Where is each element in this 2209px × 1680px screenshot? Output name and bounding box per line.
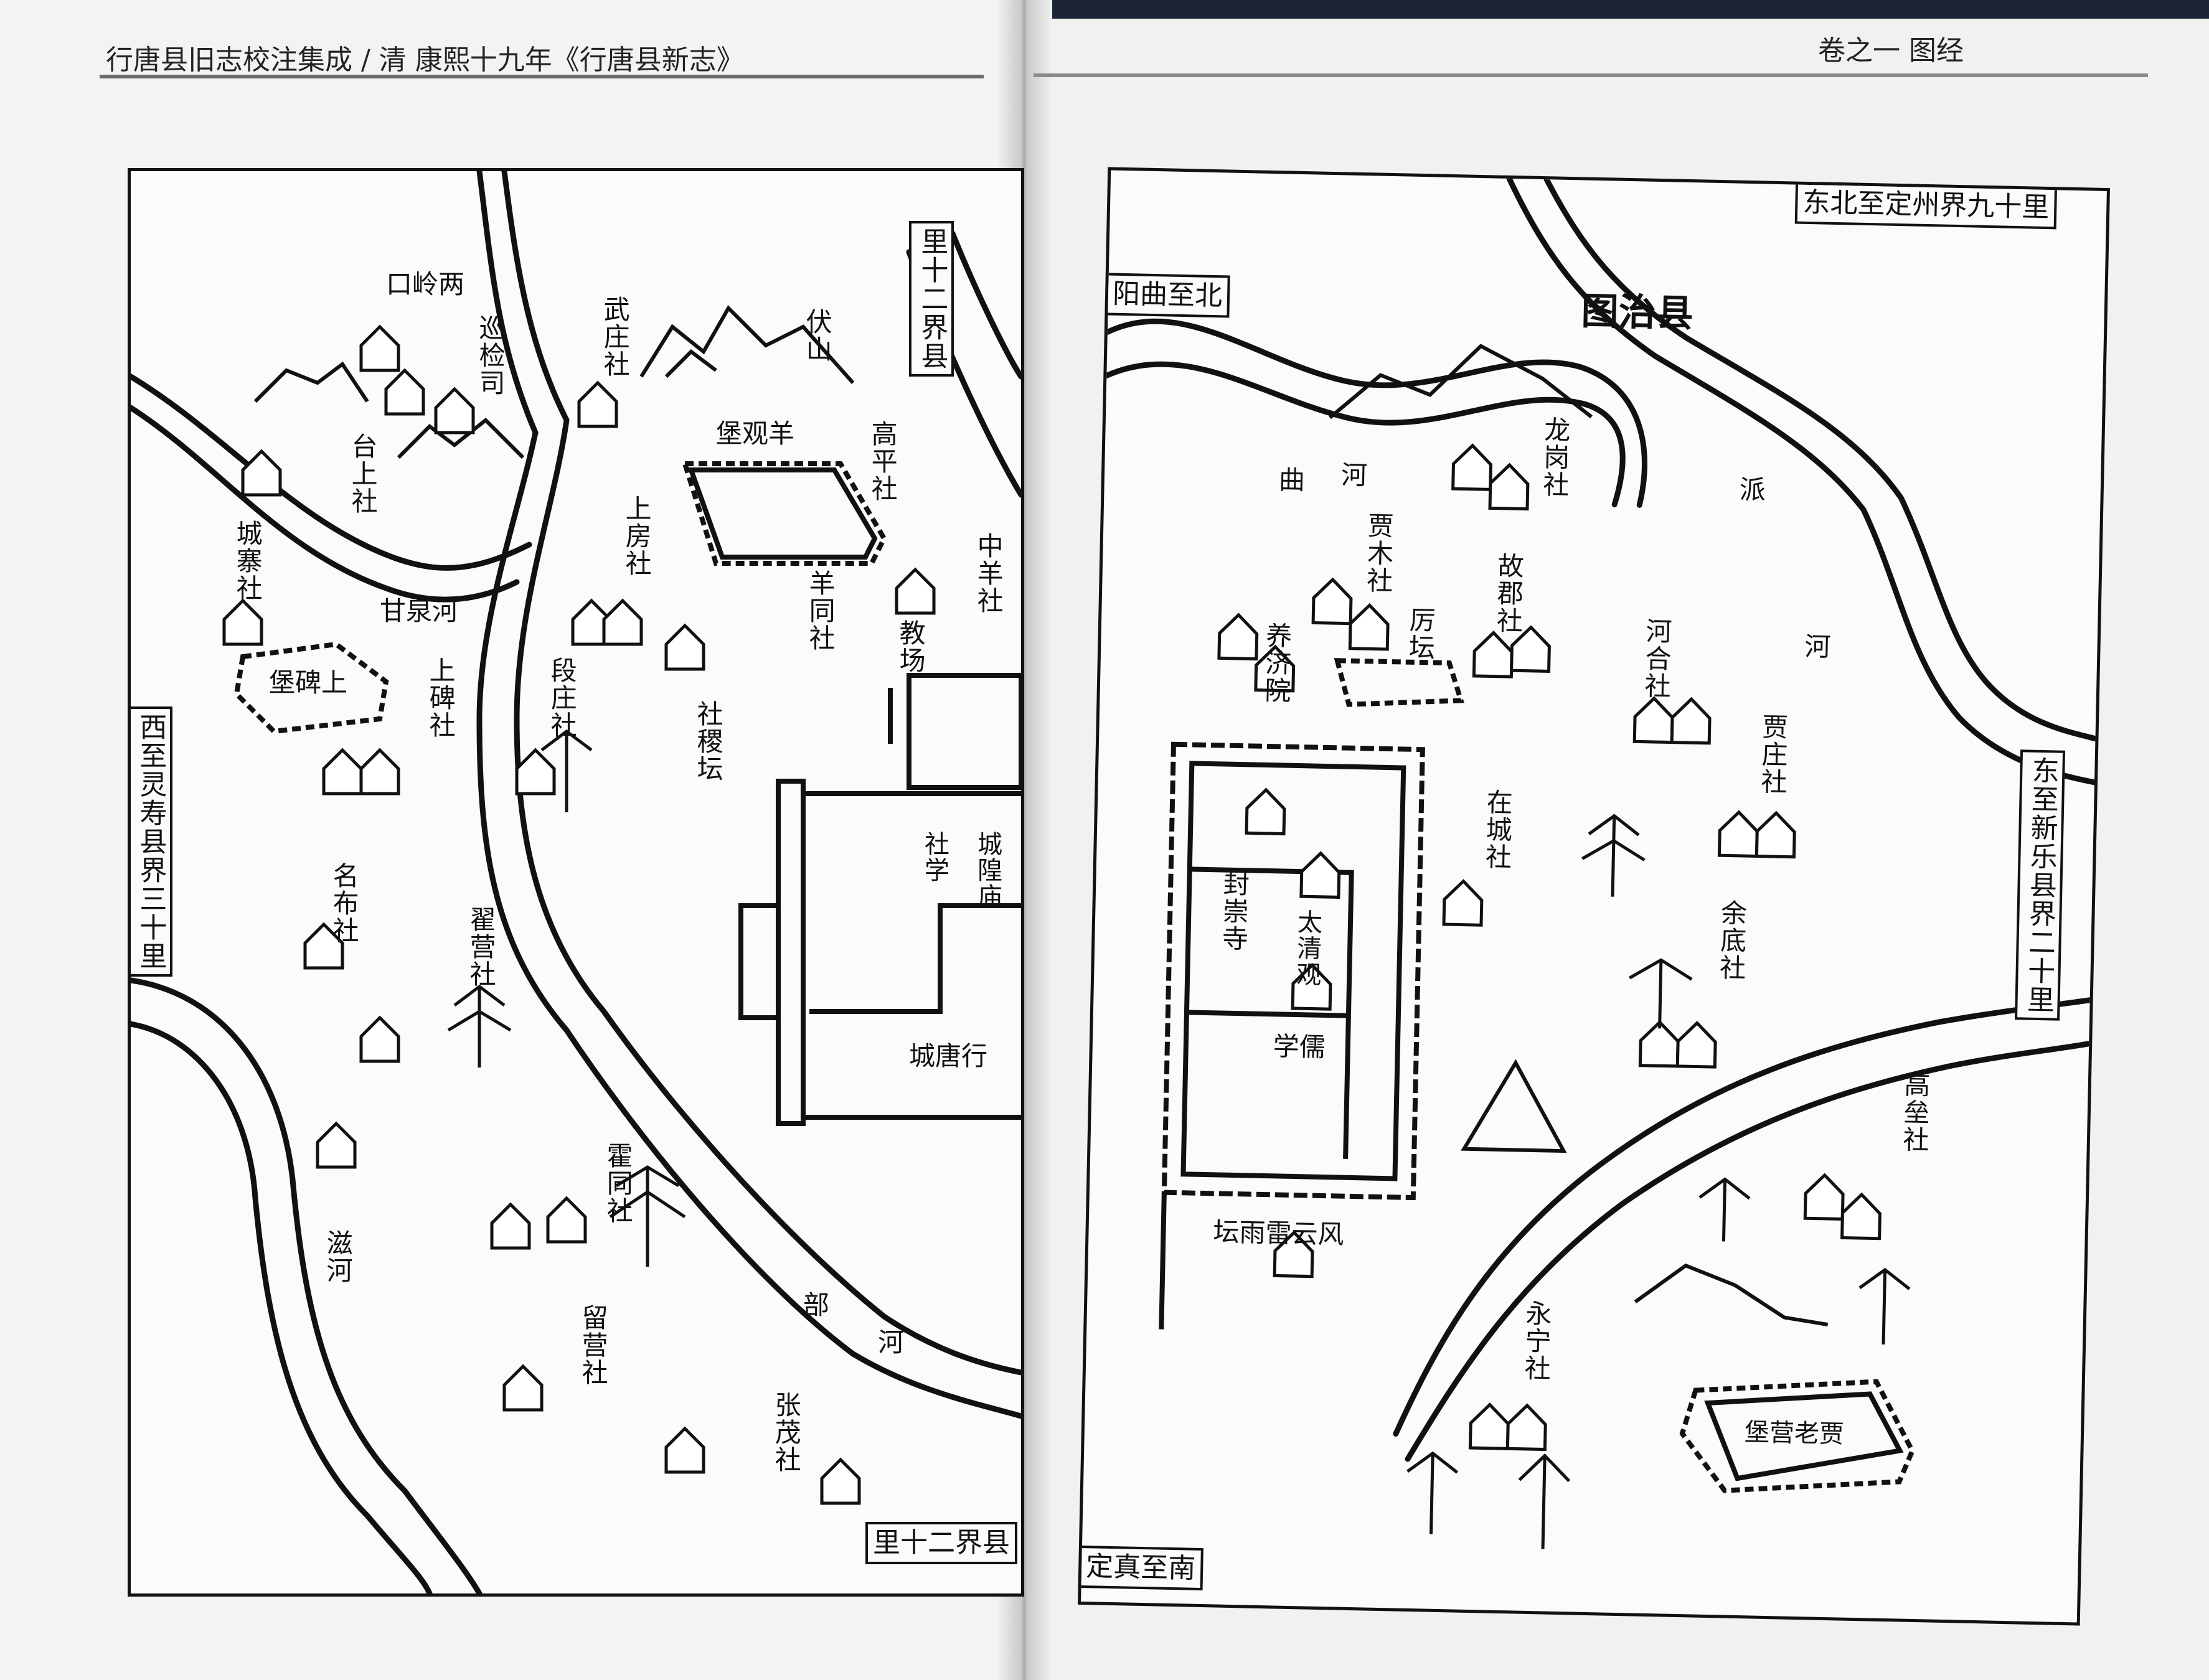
right-map-drawing [1103, 176, 2098, 1549]
label-xunjiansi: 巡检司 [475, 314, 506, 397]
label-zaicheng: 在城社 [1481, 788, 1514, 871]
label-shangfang: 上房社 [621, 495, 652, 577]
label-wuzhuang: 武庄社 [600, 296, 631, 378]
label-yudi: 余底社 [1715, 899, 1748, 982]
label-liuying: 留营社 [578, 1304, 609, 1386]
label-xingtangcheng: 城唐行 [909, 1041, 988, 1071]
label-gaoping: 高平社 [867, 420, 898, 502]
right-header-title: 卷之一 图经 [1818, 35, 1964, 67]
label-qu-river-1: 曲 [1278, 464, 1306, 496]
label-sheji: 社稷坛 [693, 700, 724, 782]
label-zi-river: 滋河 [323, 1229, 354, 1284]
label-fengchong: 封崇寺 [1218, 870, 1250, 953]
label-gujun: 故郡社 [1492, 551, 1525, 635]
left-map-drawing [131, 171, 1021, 1593]
label-ganquan-river: 甘泉河 [380, 596, 459, 626]
label-yangtong: 羊同社 [805, 570, 836, 652]
label-bu-river-1: 部 [803, 1290, 830, 1320]
left-header-title: 行唐县旧志校注集成 / 清 康熙十九年《行唐县新志》 [106, 44, 744, 76]
right-map-title: 图治县 [1580, 289, 1694, 336]
label-jiamu: 贾木社 [1362, 512, 1395, 595]
label-fushan: 伏山 [802, 308, 833, 363]
label-shexue: 社学 [920, 831, 949, 883]
label-zhangmao: 张茂社 [771, 1391, 802, 1473]
label-ruxue: 学儒 [1273, 1031, 1326, 1063]
label-duanzhuang: 段庄社 [547, 657, 578, 739]
label-shangbeibao: 堡碑上 [269, 667, 348, 698]
label-qu-river-2: 河 [1340, 459, 1368, 491]
label-zhongyang: 中羊社 [973, 532, 1004, 614]
label-jiaochang: 教场 [895, 619, 926, 674]
label-jiaolaoying: 堡营老贾 [1744, 1418, 1845, 1449]
label-taishang: 台上社 [347, 433, 379, 515]
label-taiqing: 太清观 [1291, 908, 1322, 988]
label-yangguanbao: 堡观羊 [716, 418, 795, 449]
label-pai-river-2: 河 [1804, 631, 1832, 662]
label-chengzhai: 城寨社 [232, 520, 263, 602]
label-huotong: 霍同社 [603, 1142, 634, 1224]
right-border-north: 阳曲至北 [1104, 273, 1230, 318]
label-diying: 翟营社 [466, 906, 497, 988]
left-border-west: 西至灵寿县界三十里 [131, 706, 173, 977]
label-yongning: 永宁社 [1520, 1299, 1553, 1382]
label-pai-river-1: 派 [1739, 474, 1766, 505]
label-bu-river-2: 河 [878, 1327, 905, 1358]
label-longgang: 龙岗社 [1538, 416, 1571, 499]
label-hehe: 河合社 [1640, 617, 1673, 700]
left-border-northeast: 里十二界县 [909, 221, 954, 377]
left-header-rule [100, 75, 984, 78]
label-chenghuang: 城隍庙 [973, 831, 1002, 909]
label-shangbei: 上碑社 [425, 657, 456, 739]
label-litan: 厉坛 [1404, 606, 1436, 662]
label-yangji: 养济院 [1260, 621, 1293, 705]
right-border-south: 定真至南 [1078, 1545, 1203, 1591]
right-border-northeast: 东北至定州界九十里 [1794, 181, 2058, 230]
label-gaolei: 高垒社 [1898, 1071, 1931, 1154]
left-map: 里十二界县 西至灵寿县界三十里 里十二界县 甘泉河 滋河 部 河 口岭两 巡检司… [128, 168, 1024, 1597]
label-lianglingkou: 口岭两 [386, 269, 465, 299]
right-map: 图治县 阳曲至北 东北至定州界九十里 东至新乐县界二十里 定真至南 曲 河 派 … [1077, 167, 2111, 1626]
left-border-southeast: 里十二界县 [865, 1522, 1017, 1565]
right-header-rule [1034, 73, 2148, 77]
label-jiazhuang: 贾庄社 [1756, 713, 1789, 796]
label-mingbu: 名布社 [329, 862, 360, 944]
right-border-east: 东至新乐县界二十里 [2014, 749, 2066, 1021]
label-fengyun: 坛雨雷云风 [1213, 1216, 1345, 1250]
